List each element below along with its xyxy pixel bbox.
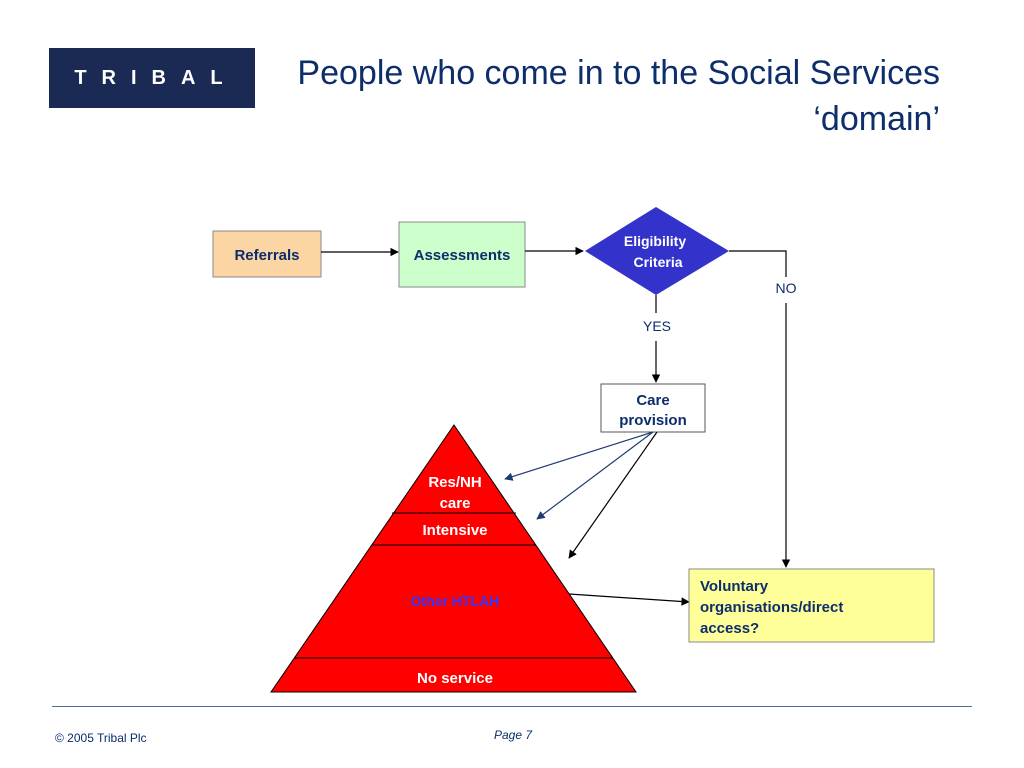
yes-label: YES (643, 318, 671, 334)
logo-text: TRIBAL (74, 67, 238, 89)
copyright-text: © 2005 Tribal Plc (55, 731, 147, 745)
connector-eligibility-to-no (729, 250, 787, 277)
pyramid-level-no-service: No service (417, 670, 493, 687)
title-line-1: People who come in to the Social Service… (297, 54, 940, 92)
tribal-logo: TRIBAL (49, 48, 255, 108)
title-line-2: ‘domain’ (813, 100, 940, 138)
page-number: Page 7 (494, 728, 533, 742)
page-title: People who come in to the Social Service… (180, 50, 940, 142)
footer-divider (52, 706, 972, 707)
pyramid-level-res-nh-line-1: Res/NH (428, 474, 481, 491)
pyramid-level-intensive: Intensive (422, 522, 487, 539)
voluntary-box: Voluntary organisations/direct access? (688, 568, 935, 643)
arrow-other-htlah-to-voluntary (568, 593, 690, 606)
eligibility-label-line-2: Criteria (633, 254, 682, 270)
care-provision-box: Care provision (600, 383, 706, 433)
pyramid-level-other-htlah: Other HTLAH (411, 593, 500, 609)
voluntary-label-line-3: access? (700, 620, 759, 637)
pyramid-level-res-nh-line-2: care (440, 495, 471, 512)
referrals-label: Referrals (234, 247, 299, 264)
care-label-line-2: provision (619, 412, 687, 429)
pyramid-shape (270, 424, 637, 693)
referrals-box: Referrals (212, 230, 322, 278)
arrow-care-to-res-nh (504, 431, 654, 481)
arrow-care-to-other-htlah (568, 431, 658, 559)
care-label-line-1: Care (636, 392, 669, 409)
arrow-care-to-intensive (536, 431, 654, 520)
no-label: NO (776, 280, 797, 296)
service-pyramid: Res/NH care Intensive Other HTLAH No ser… (270, 424, 637, 693)
voluntary-label-line-1: Voluntary (700, 578, 769, 595)
eligibility-diamond: Eligibility Criteria (585, 207, 729, 295)
assessments-label: Assessments (414, 247, 511, 264)
eligibility-label-line-1: Eligibility (624, 233, 686, 249)
voluntary-label-line-2: organisations/direct (700, 599, 843, 616)
assessments-box: Assessments (398, 221, 526, 288)
